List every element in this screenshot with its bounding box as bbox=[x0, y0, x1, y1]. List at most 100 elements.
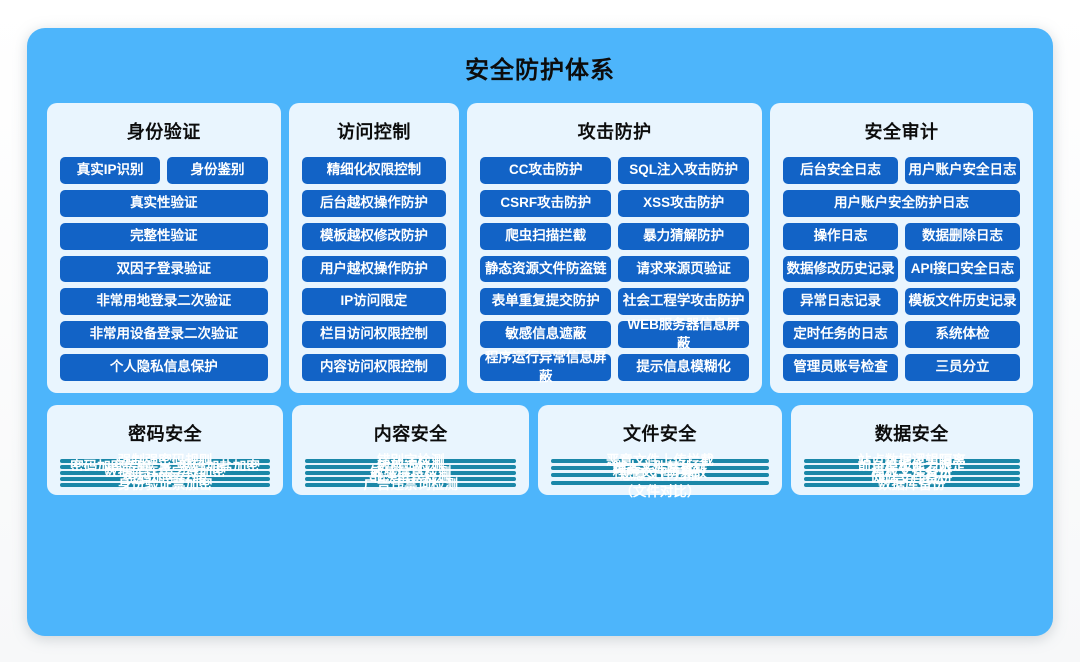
item-button: 管理员账号检查 bbox=[783, 354, 899, 382]
item-button: API接口安全日志 bbox=[905, 255, 1020, 283]
panel-password-security: 密码安全强制强密码规则密码加密传输密码加盐加密数据库连接字符加密密码加密存储身份… bbox=[47, 405, 284, 495]
item-button: SQL注入攻击防护 bbox=[618, 157, 750, 184]
panel-items: 强制强密码规则密码加密传输密码加盐加密数据库连接字符加密密码加密存储身份验证票加… bbox=[60, 453, 271, 492]
item-row: 真实性验证 bbox=[60, 189, 268, 217]
panel-security-audit: 安全审计后台安全日志用户账户安全日志用户账户安全防护日志操作日志数据删除日志数据… bbox=[770, 103, 1033, 393]
panel-identity-verification: 身份验证真实IP识别身份鉴别真实性验证完整性验证双因子登录验证非常用地登录二次验… bbox=[47, 103, 281, 393]
item-button: 定时任务的日志 bbox=[783, 321, 899, 349]
item-row: 完整性验证 bbox=[60, 222, 268, 250]
item-button: 数据库备份 bbox=[803, 477, 1020, 492]
item-row: 定时任务的日志系统体检 bbox=[783, 321, 1020, 349]
item-button: 双因子登录验证 bbox=[60, 255, 268, 283]
item-button: 暴力猜解防护 bbox=[618, 222, 750, 250]
item-row: 非常用地登录二次验证 bbox=[60, 288, 268, 316]
item-row: 内容访问权限控制 bbox=[301, 354, 447, 382]
panel-data-security: 数据安全站点数据逻辑隔离前台模板能力限定模板文件备份网站文件备份数据库备份 bbox=[790, 405, 1033, 495]
panel-content-security: 内容安全错别字检测敏感词检测敏感信息检测非法链接检测广告违禁词检测 bbox=[292, 405, 530, 495]
item-row: 程序运行异常信息屏蔽提示信息模糊化 bbox=[480, 350, 750, 384]
item-row: 后台越权操作防护 bbox=[301, 189, 447, 217]
item-button: XSS攻击防护 bbox=[618, 189, 750, 217]
panel-row-2: 密码安全强制强密码规则密码加密传输密码加盐加密数据库连接字符加密密码加密存储身份… bbox=[47, 405, 1033, 499]
item-button: 操作日志 bbox=[783, 222, 899, 250]
item-button: 非常用地登录二次验证 bbox=[60, 288, 268, 316]
panel-items: 恶意文件上传拦截脚本文件禁执行恶意文件扫描程序文件防篡改 （文件对比） bbox=[551, 453, 769, 499]
item-row: 表单重复提交防护社会工程学攻击防护 bbox=[480, 288, 750, 316]
security-system-container: 安全防护体系 身份验证真实IP识别身份鉴别真实性验证完整性验证双因子登录验证非常… bbox=[27, 28, 1053, 636]
panel-title-password-security: 密码安全 bbox=[128, 424, 203, 444]
item-button: CC攻击防护 bbox=[480, 157, 612, 184]
panel-title-attack-protection: 攻击防护 bbox=[577, 122, 652, 142]
item-button: 数据删除日志 bbox=[905, 222, 1020, 250]
item-row: 精细化权限控制 bbox=[301, 157, 447, 184]
item-row: 静态资源文件防盗链请求来源页验证 bbox=[480, 255, 750, 283]
item-button: 异常日志记录 bbox=[783, 288, 899, 316]
item-button: 静态资源文件防盗链 bbox=[480, 255, 612, 283]
item-row: IP访问限定 bbox=[301, 288, 447, 316]
item-button: 完整性验证 bbox=[60, 222, 268, 250]
item-button: 模板文件历史记录 bbox=[905, 288, 1020, 316]
item-button: 三员分立 bbox=[905, 354, 1020, 382]
item-row: 模板越权修改防护 bbox=[301, 222, 447, 250]
item-button: 真实性验证 bbox=[60, 189, 268, 217]
item-row: 非常用设备登录二次验证 bbox=[60, 321, 268, 349]
item-button: 表单重复提交防护 bbox=[480, 288, 612, 316]
item-button: 用户账户安全日志 bbox=[905, 157, 1020, 184]
item-button: 内容访问权限控制 bbox=[301, 354, 447, 382]
panel-title-security-audit: 安全审计 bbox=[864, 122, 939, 142]
item-button: 栏目访问权限控制 bbox=[301, 321, 447, 349]
item-button: 程序文件防篡改 （文件对比） bbox=[551, 465, 769, 499]
panel-title-content-security: 内容安全 bbox=[373, 424, 448, 444]
item-row: 程序文件防篡改 （文件对比） bbox=[551, 465, 769, 499]
item-row: 栏目访问权限控制 bbox=[301, 321, 447, 349]
panel-items: 精细化权限控制后台越权操作防护模板越权修改防护用户越权操作防护 IP访问限定栏目访… bbox=[301, 157, 447, 382]
item-button: 精细化权限控制 bbox=[301, 157, 447, 184]
item-button: 非常用设备登录二次验证 bbox=[60, 321, 268, 349]
item-button: CSRF攻击防护 bbox=[480, 189, 612, 217]
item-button: 身份鉴别 bbox=[167, 157, 268, 184]
item-row: 管理员账号检查三员分立 bbox=[783, 354, 1020, 382]
item-row: 用户账户安全防护日志 bbox=[783, 189, 1020, 217]
item-button: 爬虫扫描拦截 bbox=[480, 222, 612, 250]
item-button: 后台越权操作防护 bbox=[301, 189, 447, 217]
item-row: 双因子登录验证 bbox=[60, 255, 268, 283]
page-title: 安全防护体系 bbox=[465, 57, 615, 84]
item-row: 异常日志记录模板文件历史记录 bbox=[783, 288, 1020, 316]
item-button: 后台安全日志 bbox=[783, 157, 899, 184]
item-button: 程序运行异常信息屏蔽 bbox=[480, 350, 612, 384]
item-button: 请求来源页验证 bbox=[618, 255, 750, 283]
item-button: 用户账户安全防护日志 bbox=[783, 189, 1020, 217]
panel-items: 真实IP识别身份鉴别真实性验证完整性验证双因子登录验证非常用地登录二次验证非常用… bbox=[60, 157, 268, 382]
item-row: 真实IP识别身份鉴别 bbox=[60, 157, 268, 184]
item-row: 操作日志数据删除日志 bbox=[783, 222, 1020, 250]
item-button: 模板越权修改防护 bbox=[301, 222, 447, 250]
item-row: 用户越权操作防护 bbox=[301, 255, 447, 283]
item-button: WEB服务器信息屏蔽 bbox=[618, 317, 750, 351]
panel-title-file-security: 文件安全 bbox=[622, 424, 697, 444]
item-button: 系统体检 bbox=[905, 321, 1020, 349]
panel-title-identity-verification: 身份验证 bbox=[126, 122, 201, 142]
item-row: 个人隐私信息保护 bbox=[60, 354, 268, 382]
item-button: 广告违禁词检测 bbox=[305, 477, 517, 492]
item-button: 敏感信息遮蔽 bbox=[480, 321, 612, 349]
item-button: IP访问限定 bbox=[301, 288, 447, 316]
panel-access-control: 访问控制精细化权限控制后台越权操作防护模板越权修改防护用户越权操作防护 IP访问限… bbox=[288, 103, 460, 393]
item-button: 提示信息模糊化 bbox=[618, 354, 750, 382]
item-button: 数据修改历史记录 bbox=[783, 255, 899, 283]
panel-title-data-security: 数据安全 bbox=[874, 424, 949, 444]
panel-items: 后台安全日志用户账户安全日志用户账户安全防护日志操作日志数据删除日志数据修改历史… bbox=[783, 157, 1020, 382]
item-button: 个人隐私信息保护 bbox=[60, 354, 268, 382]
item-row: 后台安全日志用户账户安全日志 bbox=[783, 157, 1020, 184]
panel-grid: 身份验证真实IP识别身份鉴别真实性验证完整性验证双因子登录验证非常用地登录二次验… bbox=[47, 103, 1033, 499]
item-button: 用户越权操作防护 bbox=[301, 255, 447, 283]
panel-title-access-control: 访问控制 bbox=[336, 122, 411, 142]
item-row: 爬虫扫描拦截暴力猜解防护 bbox=[480, 222, 750, 250]
item-button: 社会工程学攻击防护 bbox=[618, 288, 750, 316]
item-button: 真实IP识别 bbox=[60, 157, 161, 184]
